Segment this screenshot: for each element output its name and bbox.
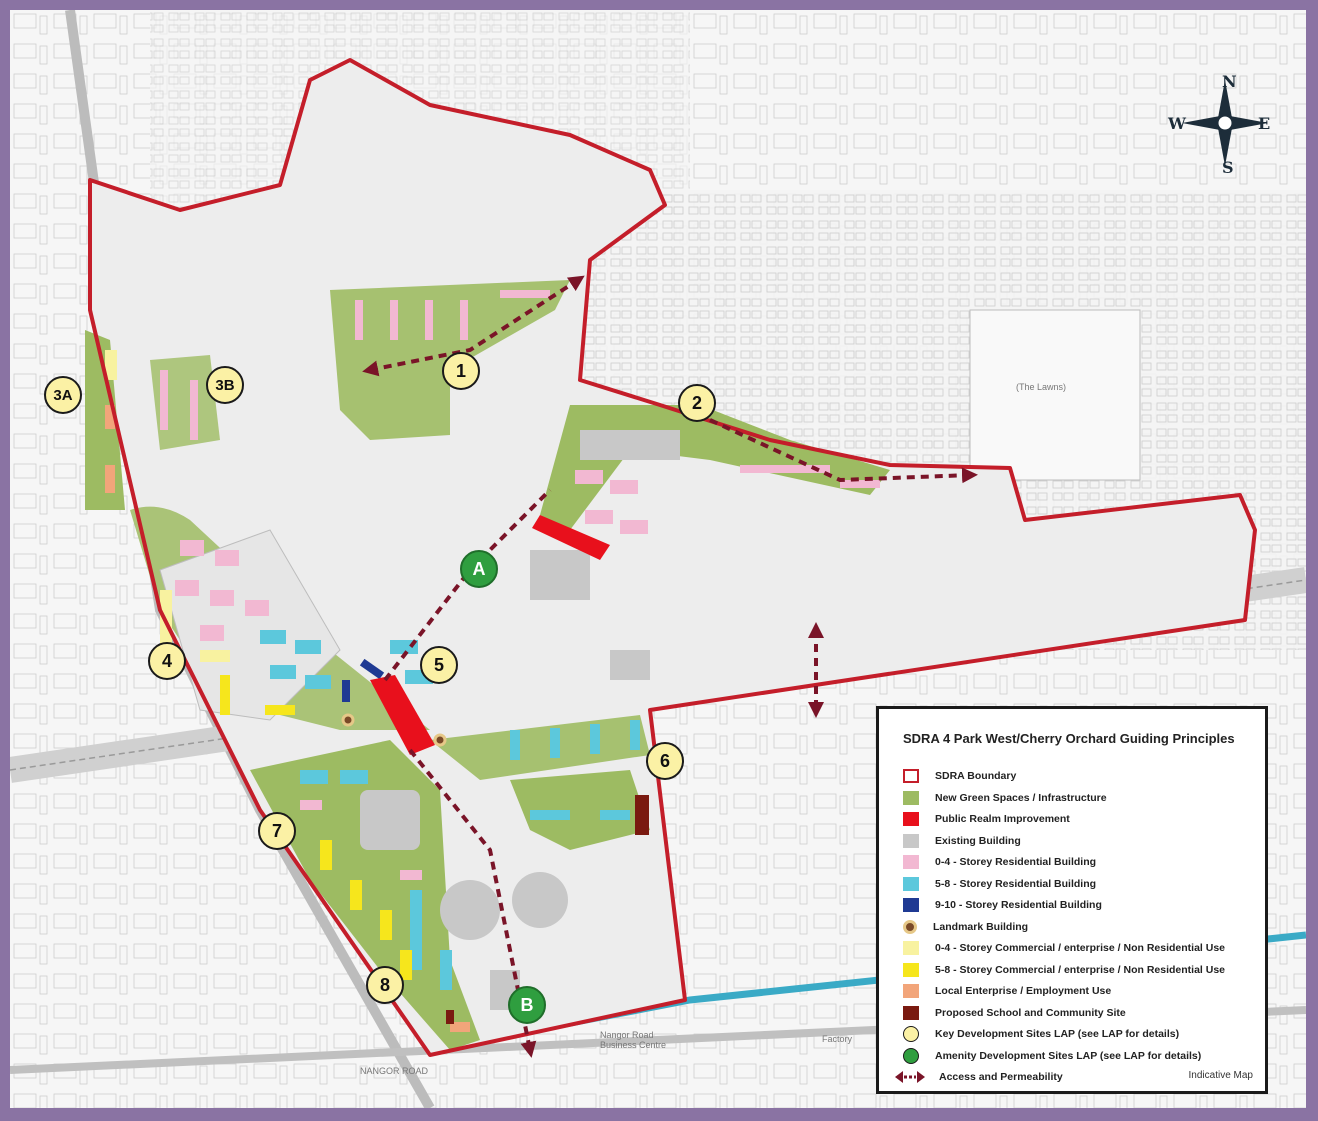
legend-swatch	[903, 984, 919, 998]
legend-swatch	[903, 1005, 919, 1020]
key-site-5: 5	[420, 646, 458, 684]
compass-east: E	[1258, 114, 1271, 133]
legend-swatch	[903, 790, 919, 805]
legend-title: SDRA 4 Park West/Cherry Orchard Guiding …	[903, 731, 1235, 746]
key-site-6: 6	[646, 742, 684, 780]
legend-swatch	[903, 833, 919, 848]
map-legend: SDRA 4 Park West/Cherry Orchard Guiding …	[876, 706, 1268, 1094]
legend-item: SDRA Boundary	[903, 766, 1016, 786]
key-site-8: 8	[366, 966, 404, 1004]
legend-swatch	[903, 941, 919, 955]
key-site-7: 7	[258, 812, 296, 850]
key-site-3b: 3B	[206, 366, 244, 404]
legend-item: Access and Permeability	[895, 1067, 1063, 1087]
legend-item: 0-4 - Storey Residential Building	[903, 852, 1096, 872]
amenity-site-b: B	[508, 986, 546, 1024]
legend-item: Key Development Sites LAP (see LAP for d…	[903, 1024, 1179, 1044]
map-label-nangor-road: NANGOR ROAD	[360, 1066, 429, 1076]
legend-label: 0-4 - Storey Residential Building	[935, 856, 1097, 868]
legend-label: 5-8 - Storey Residential Building	[935, 877, 1097, 890]
legend-item: Existing Building	[903, 831, 1021, 851]
legend-swatch	[903, 769, 919, 783]
legend-swatch	[903, 919, 917, 934]
legend-swatch	[895, 1070, 925, 1084]
legend-item: Amenity Development Sites LAP (see LAP f…	[903, 1046, 1201, 1066]
legend-item: New Green Spaces / Infrastructure	[903, 788, 1107, 808]
legend-label: 9-10 - Storey Residential Building	[935, 899, 1102, 911]
legend-item: Landmark Building	[903, 917, 1028, 937]
compass-west: W	[1168, 114, 1186, 133]
key-site-1: 1	[442, 352, 480, 390]
compass-south: S	[1222, 158, 1234, 177]
compass-rose-icon	[1182, 80, 1268, 166]
legend-swatch	[903, 1026, 919, 1042]
legend-label: Existing Building	[935, 834, 1021, 847]
legend-swatch	[903, 898, 919, 912]
legend-label: 0-4 - Storey Commercial / enterprise / N…	[935, 942, 1226, 954]
legend-label: Amenity Development Sites LAP (see LAP f…	[935, 1049, 1202, 1062]
key-site-2: 2	[678, 384, 716, 422]
legend-swatch	[903, 855, 919, 869]
legend-item: Local Enterprise / Employment Use	[903, 981, 1111, 1001]
legend-label: 5-8 - Storey Commercial / enterprise / N…	[935, 963, 1226, 976]
amenity-site-a: A	[460, 550, 498, 588]
legend-item: 5-8 - Storey Commercial / enterprise / N…	[903, 960, 1225, 980]
key-site-3a: 3A	[44, 376, 82, 414]
legend-label: Public Realm Improvement	[935, 813, 1070, 825]
legend-swatch	[903, 812, 919, 826]
map-label-business-centre: Nangor Road Business Centre	[600, 1030, 667, 1050]
legend-label: Access and Permeability	[939, 1071, 1063, 1083]
map-label-lawns: (The Lawns)	[1016, 382, 1067, 392]
legend-swatch	[903, 876, 919, 891]
legend-label: Proposed School and Community Site	[935, 1006, 1126, 1019]
key-site-4: 4	[148, 642, 186, 680]
legend-item: Proposed School and Community Site	[903, 1003, 1126, 1023]
base-map	[10, 10, 1306, 1108]
legend-label: Landmark Building	[933, 920, 1029, 933]
legend-label: New Green Spaces / Infrastructure	[935, 791, 1107, 804]
legend-label: SDRA Boundary	[935, 770, 1017, 782]
compass-north: N	[1222, 72, 1237, 91]
map-label-factory: Factory	[822, 1034, 853, 1044]
legend-swatch	[903, 962, 919, 977]
legend-label: Key Development Sites LAP (see LAP for d…	[935, 1028, 1180, 1040]
legend-swatch	[903, 1047, 919, 1064]
legend-footnote: Indicative Map	[1188, 1070, 1253, 1081]
legend-label: Local Enterprise / Employment Use	[935, 985, 1112, 997]
legend-item: 0-4 - Storey Commercial / enterprise / N…	[903, 938, 1225, 958]
legend-item: 9-10 - Storey Residential Building	[903, 895, 1102, 915]
legend-item: 5-8 - Storey Residential Building	[903, 874, 1096, 894]
legend-item: Public Realm Improvement	[903, 809, 1070, 829]
map-frame: N S E W (The Lawns) NANGOR ROAD Nangor R…	[10, 10, 1306, 1108]
